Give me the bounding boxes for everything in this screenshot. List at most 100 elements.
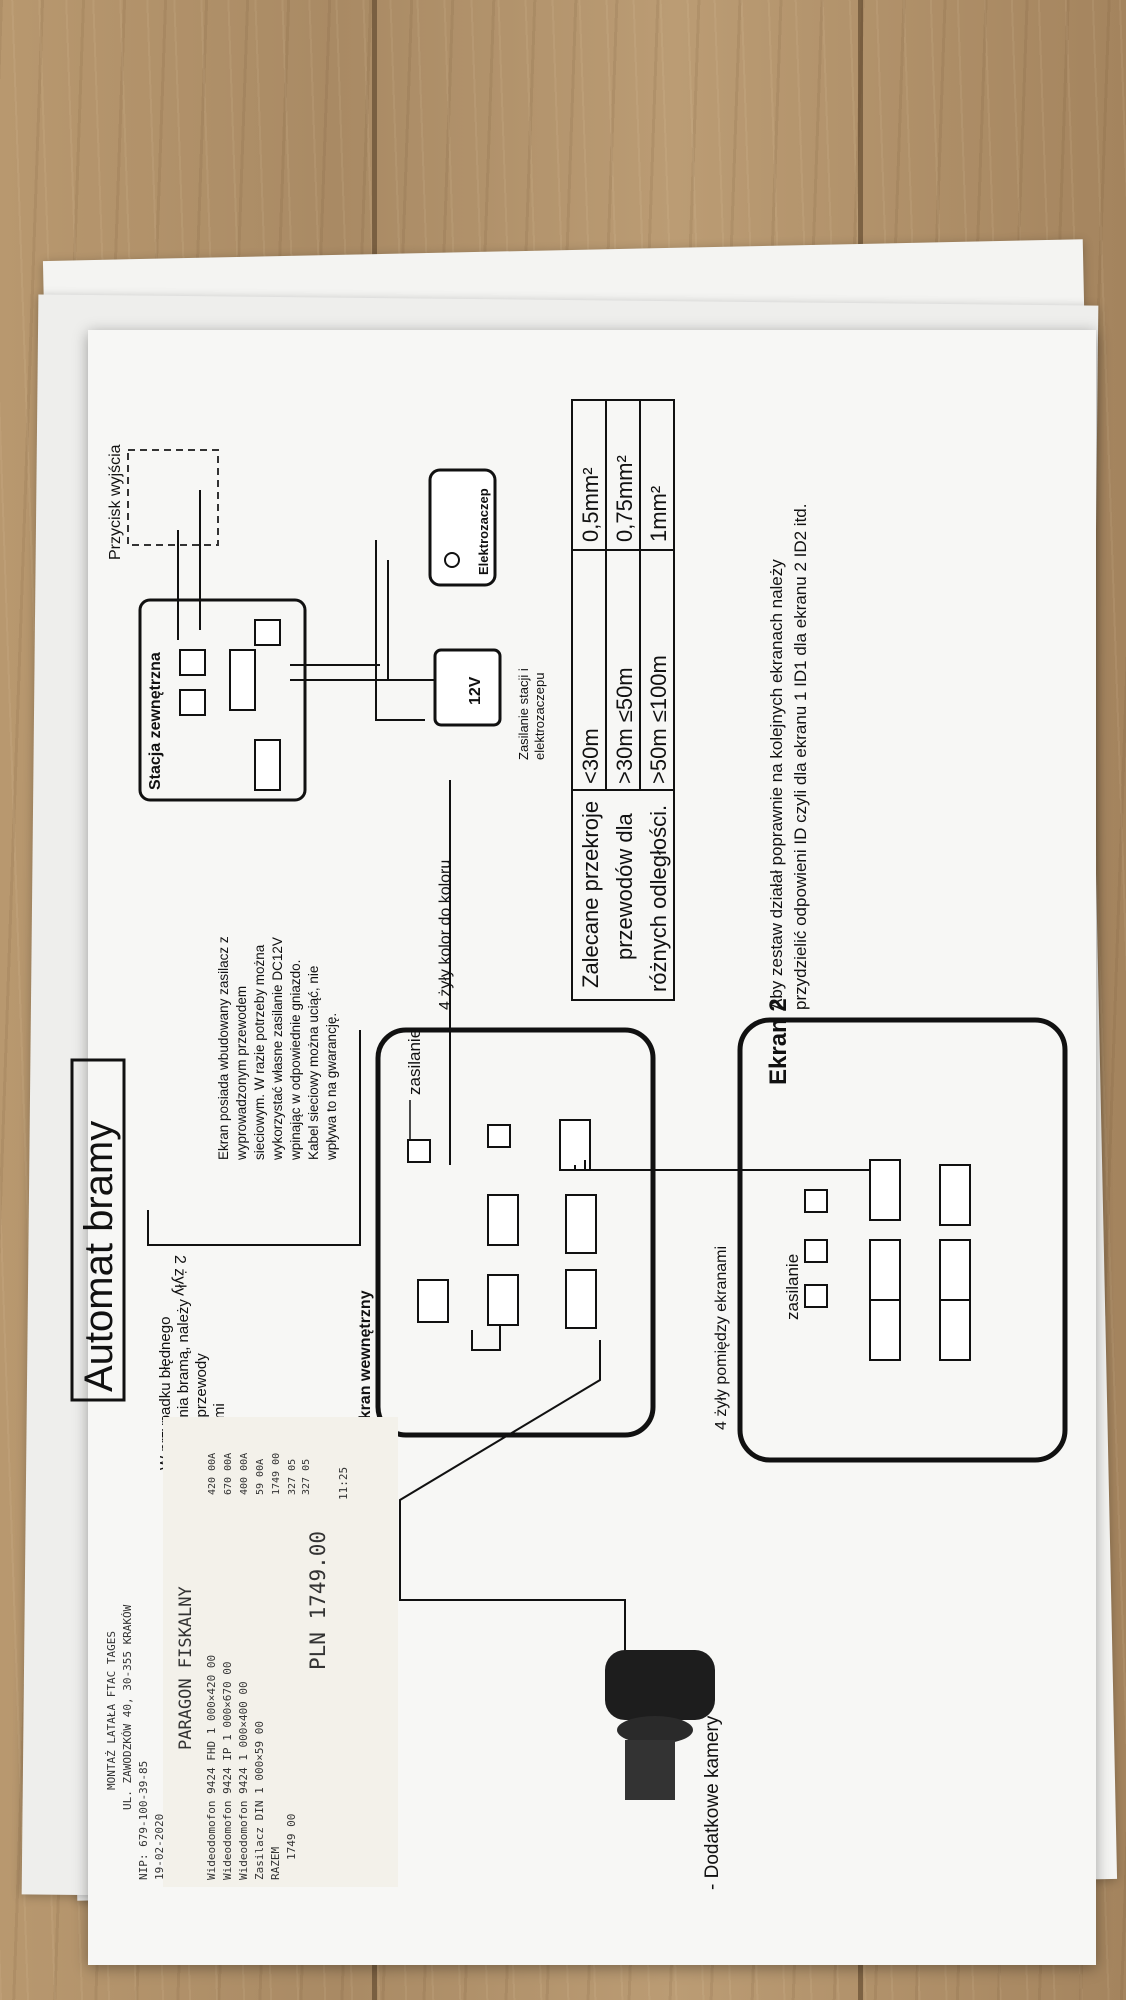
receipt-line: 1749 00 bbox=[285, 1814, 298, 1860]
wire-gate bbox=[147, 1030, 361, 1246]
psu-note-line: Zasilanie stacji i bbox=[516, 668, 531, 760]
psu-note: Zasilanie stacji i elektrozaczepu bbox=[516, 668, 547, 760]
connector-block bbox=[939, 1239, 971, 1301]
screen-note-line: wyprowadzonym przewodem bbox=[234, 986, 249, 1161]
receipt-amount: 670 00A bbox=[223, 1453, 234, 1495]
wires bbox=[147, 780, 875, 1700]
table-header-line: Zalecane przekroje bbox=[578, 801, 603, 988]
receipt-amount: 327 05 bbox=[287, 1459, 298, 1495]
color-wires-label: 4 żyły kolor do koloru bbox=[437, 860, 454, 1010]
camera-mount bbox=[625, 1740, 675, 1800]
dc-jack bbox=[407, 1139, 431, 1163]
screen-note-line: Kabel sieciowy można uciąć, nie bbox=[306, 966, 321, 1160]
receipt-amount: 420 00A bbox=[207, 1453, 218, 1495]
screen-note-line: wpinając w odpowiednie gniazdo. bbox=[288, 960, 303, 1161]
wire bbox=[387, 560, 435, 681]
screen2-frame bbox=[737, 1017, 1068, 1463]
receipt-line: UL. ZAWODZKÓW 40, 30-355 KRAKÓW bbox=[121, 1604, 134, 1810]
table-section: 1mm² bbox=[646, 486, 671, 542]
table-distance: >30m ≤50m bbox=[612, 667, 637, 784]
title-group: Automat bramy bbox=[70, 1058, 126, 1402]
power-text-1: zasilanie bbox=[405, 1029, 424, 1095]
exit-button-frame bbox=[127, 449, 219, 546]
title-frame bbox=[70, 1058, 126, 1402]
terminal bbox=[179, 689, 206, 716]
lock-pin-icon bbox=[444, 552, 460, 568]
extra-cameras-text: - Dodatkowe kamery bbox=[702, 1715, 723, 1890]
outdoor-station-title: Stacja zewnętrzna bbox=[147, 652, 164, 790]
terminal bbox=[229, 649, 256, 711]
connector-block bbox=[804, 1239, 828, 1263]
wire bbox=[375, 540, 425, 721]
table-frame bbox=[571, 399, 675, 1001]
connector-block bbox=[565, 1194, 597, 1254]
terminal bbox=[254, 619, 281, 646]
outdoor-station-label: Stacja zewnętrzna bbox=[147, 652, 164, 790]
receipt-line: Wideodomofon 9424 1 000×400 00 bbox=[237, 1681, 250, 1880]
screen2-title: Ekran 2 bbox=[765, 998, 792, 1085]
screen-note-line: wykorzystać własne zasilanie DC12V bbox=[270, 937, 285, 1161]
wire-screen2 bbox=[574, 1165, 875, 1171]
two-wires-label: 2 żyły bbox=[171, 1255, 188, 1296]
connector-block bbox=[939, 1299, 971, 1361]
receipt-amount: 327 05 bbox=[301, 1459, 312, 1495]
table-distance: <30m bbox=[578, 728, 603, 784]
connector-block bbox=[869, 1159, 901, 1221]
lock-label: Elektrozaczep bbox=[476, 488, 491, 575]
receipt: MONTAŻ LATAŁA FTAC TAGES UL. ZAWODZKÓW 4… bbox=[105, 1453, 350, 1880]
terminal bbox=[254, 739, 281, 791]
indoor-screen-connectors bbox=[417, 1119, 597, 1329]
exit-button-text: Przycisk wyjścia bbox=[107, 444, 124, 560]
connector-block bbox=[869, 1299, 901, 1361]
camera-lens bbox=[617, 1716, 693, 1744]
connector-block bbox=[417, 1279, 449, 1323]
screen-note: Ekran posiada wbudowany zasilacz z wypro… bbox=[216, 936, 339, 1161]
indoor-screen-label: Ekran wewnętrzny bbox=[357, 1290, 374, 1430]
receipt-paper bbox=[163, 1417, 398, 1887]
wire-internal bbox=[471, 1325, 501, 1351]
receipt-line: 19-02-2020 bbox=[153, 1814, 166, 1880]
receipt-line: MONTAŻ LATAŁA FTAC TAGES bbox=[105, 1631, 118, 1790]
table-section: 0,75mm² bbox=[612, 455, 637, 542]
extra-cameras-label: - Dodatkowe kamery bbox=[702, 1715, 723, 1890]
receipt-line: NIP: 679-100-39-85 bbox=[137, 1761, 150, 1880]
receipt-line: Wideodomofon 9424 IP 1 000×670 00 bbox=[221, 1661, 234, 1880]
indoor-screen-title: Ekran wewnętrzny bbox=[357, 1290, 374, 1430]
between-screens-label: 4 żyły pomiędzy ekranami bbox=[713, 1246, 730, 1430]
receipt-line: Wideodomofon 9424 FHD 1 000×420 00 bbox=[205, 1655, 218, 1880]
exit-wires bbox=[177, 490, 201, 640]
power-jack-1 bbox=[407, 1100, 431, 1163]
color-wires-text: 4 żyły kolor do koloru bbox=[437, 860, 454, 1010]
table-distance: >50m ≤100m bbox=[646, 655, 671, 784]
screen-note-line: Ekran posiada wbudowany zasilacz z bbox=[216, 936, 231, 1160]
receipt-amount: 1749 00 bbox=[271, 1453, 282, 1495]
receipt-line: Zasilacz DIN 1 000×59 00 bbox=[253, 1721, 266, 1880]
terminal bbox=[179, 649, 206, 676]
lock-text: Elektrozaczep bbox=[476, 488, 491, 575]
wire-camera bbox=[399, 1340, 626, 1700]
power-label-2: zasilanie bbox=[783, 1254, 802, 1320]
screen-note-line: sieciowym. W razie potrzeby można bbox=[252, 944, 267, 1160]
two-wires-text: 2 żyły bbox=[171, 1255, 188, 1296]
psu-note-line: elektrozaczepu bbox=[532, 673, 547, 760]
connector-block bbox=[487, 1194, 519, 1246]
indoor-screen-frame bbox=[375, 1027, 656, 1438]
table-section: 0,5mm² bbox=[578, 467, 603, 542]
outdoor-station-frame bbox=[138, 598, 307, 802]
psu-text: 12V bbox=[467, 676, 484, 705]
table-header-line: różnych odległości. bbox=[646, 805, 671, 992]
camera-body bbox=[605, 1650, 715, 1720]
screen-note-line: wpływa to na gwarancję. bbox=[324, 1013, 339, 1161]
connector-block bbox=[804, 1284, 828, 1308]
id-note: Aby zestaw działał poprawnie na kolejnyc… bbox=[767, 504, 810, 1010]
diagram-title: Automat bramy bbox=[77, 1121, 121, 1392]
receipt-line: RAZEM bbox=[269, 1847, 282, 1880]
connector-block bbox=[804, 1189, 828, 1213]
screen2-label: Ekran 2 bbox=[765, 998, 792, 1085]
station-terminals bbox=[179, 619, 281, 791]
psu-device bbox=[433, 648, 502, 727]
receipt-total: PLN 1749.00 bbox=[306, 1531, 330, 1670]
connector-block bbox=[487, 1124, 511, 1148]
camera-icon bbox=[605, 1650, 715, 1800]
